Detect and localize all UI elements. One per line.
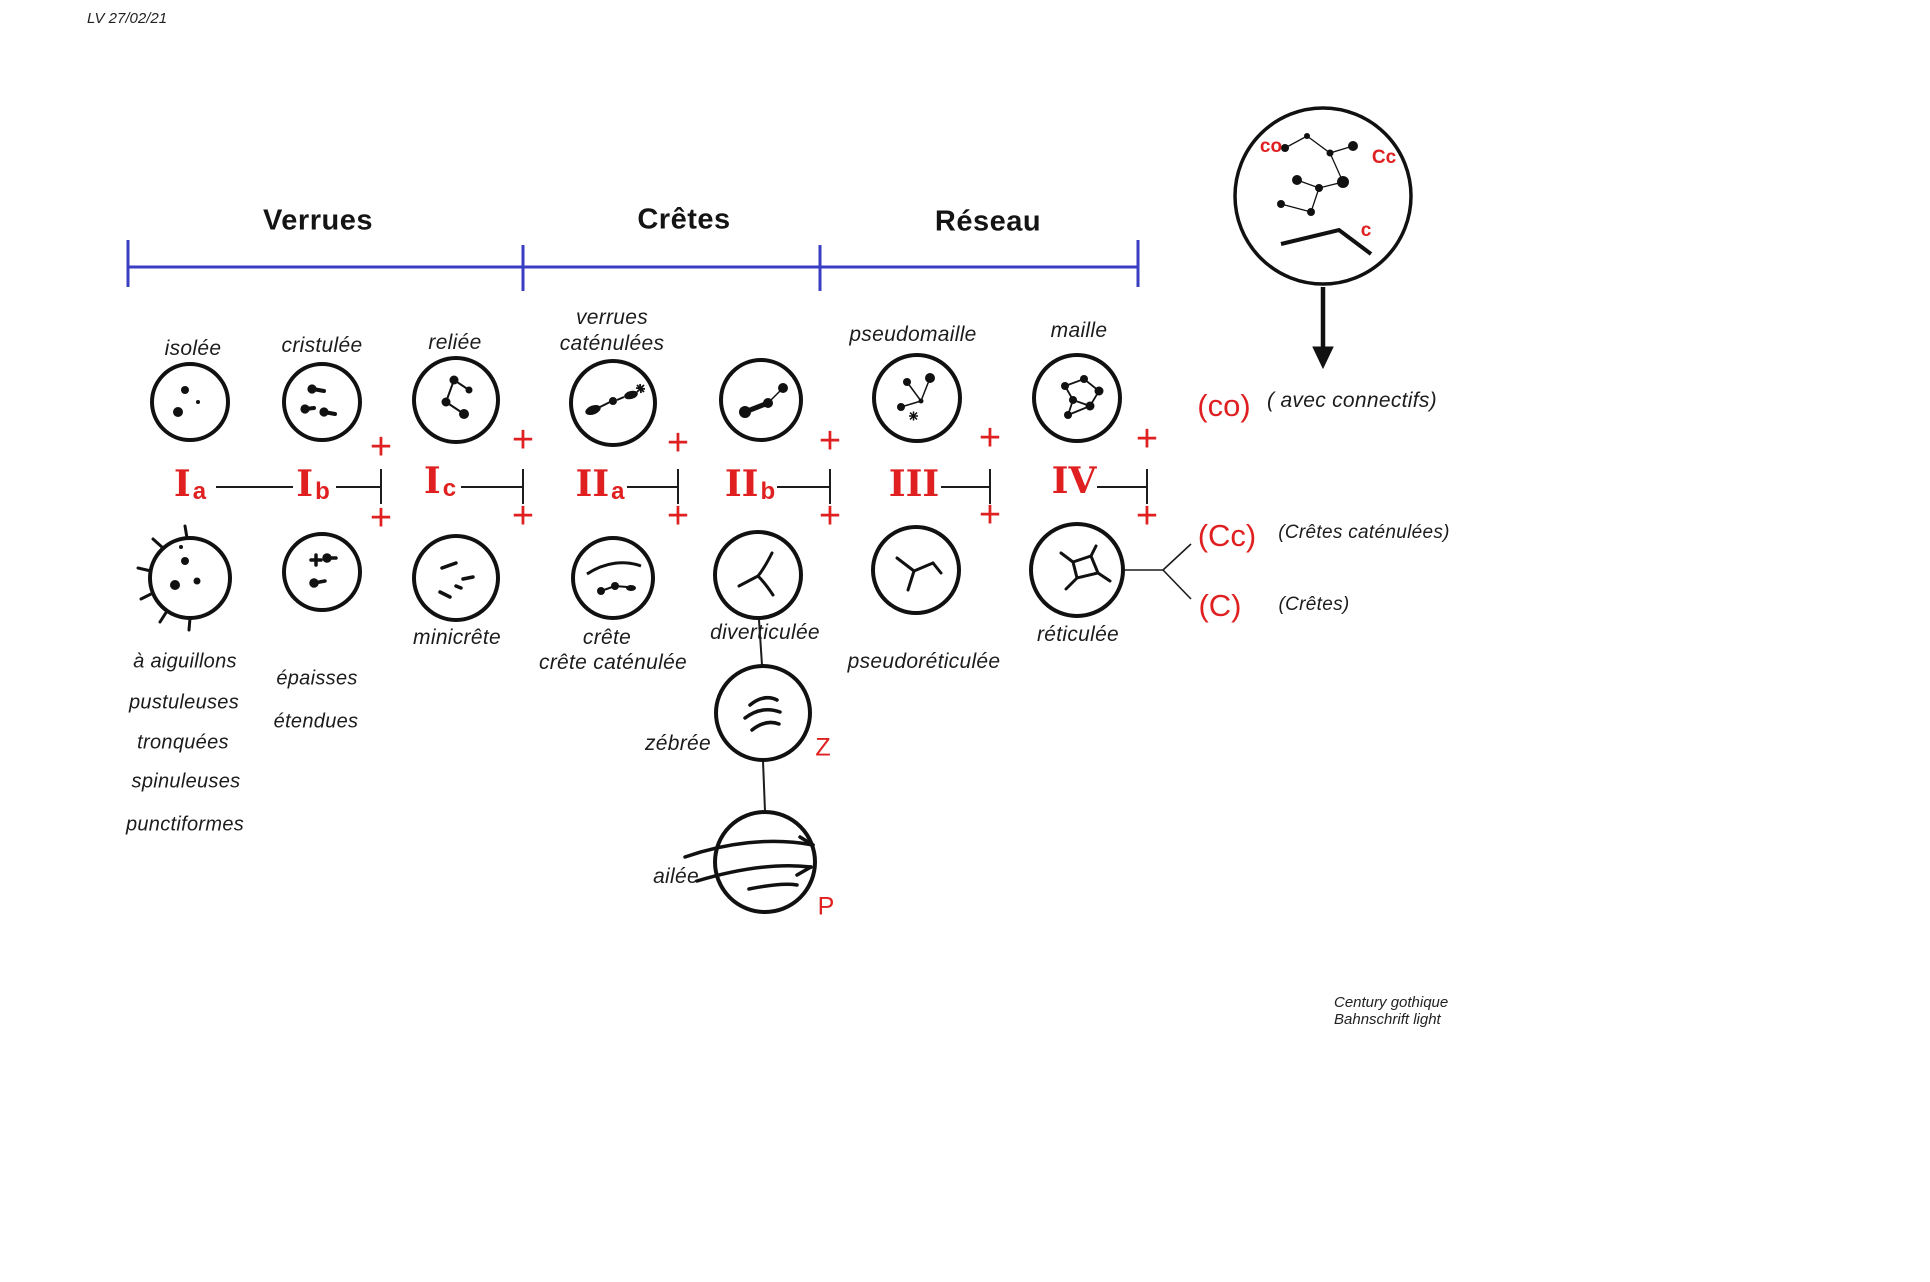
- maille-circle-icon: [1032, 353, 1122, 443]
- legend-branch-lines: [1125, 543, 1192, 600]
- legend-cc-text: (Crêtes caténulées): [1278, 522, 1450, 543]
- pseudomaille-circle-icon: [872, 353, 962, 443]
- font-credit-line2: Bahnschrift light: [1334, 1011, 1441, 1028]
- ailee-label: ailée: [653, 865, 699, 888]
- pseudoreticulee-circle-icon: [871, 525, 961, 615]
- crete-catenulee-label: crête caténulée: [538, 651, 688, 674]
- axis-label-iib: IIb: [724, 463, 776, 505]
- crete-label: crête: [582, 626, 632, 649]
- legend-c-code: (C): [1198, 588, 1242, 623]
- plus-sign: +: [818, 420, 842, 462]
- date-note: LV 27/02/21: [87, 10, 168, 27]
- wing-lines: [683, 835, 815, 891]
- plus-sign: +: [369, 497, 393, 539]
- verrues-variant-label: à aiguillons: [133, 650, 237, 673]
- plus-sign: +: [511, 419, 535, 461]
- verrues-catenulees-circle-icon: [569, 359, 657, 447]
- crete-line: [1280, 227, 1373, 256]
- pseudomaille-label: pseudomaille: [849, 323, 977, 346]
- cristulee-variant-label: épaisses: [276, 667, 358, 690]
- plus-sign: +: [818, 495, 842, 537]
- verrues-variant-label: spinuleuses: [131, 770, 241, 793]
- legend-c-text: (Crêtes): [1278, 594, 1350, 615]
- plus-sign: +: [1135, 495, 1159, 537]
- isolee-circle-icon: [150, 362, 230, 442]
- axis-label-iv: IV: [1051, 460, 1097, 502]
- plus-sign: +: [369, 426, 393, 468]
- legend-co-text: ( avec connectifs): [1267, 389, 1437, 412]
- verrues-variant-label: pustuleuses: [128, 691, 240, 714]
- plus-sign: +: [978, 494, 1002, 536]
- axis-label-iia: IIa: [575, 463, 625, 505]
- legend-cc-code: (Cc): [1197, 518, 1257, 553]
- axis-lines: [216, 469, 1148, 504]
- reliee-circle-icon: [412, 356, 500, 444]
- plus-sign: +: [978, 417, 1002, 459]
- axis-label-ic: Ic: [423, 460, 457, 502]
- pseudoreticulee-label: pseudoréticulée: [847, 650, 1001, 673]
- verrues-variant-label: tronquées: [137, 731, 229, 754]
- cristulee-circle-icon: [282, 362, 362, 442]
- verrues-catenulees-label-line2: caténulées: [559, 332, 665, 355]
- ailee-circle-icon: [683, 810, 817, 914]
- star-mark: [635, 383, 646, 394]
- diverticulee-circle-icon: [713, 530, 803, 620]
- plus-sign: +: [1135, 418, 1159, 460]
- reticulee-circle-icon: [1029, 522, 1125, 618]
- plus-sign: +: [666, 495, 690, 537]
- minicrete-circle-icon: [412, 534, 500, 622]
- plus-sign: +: [666, 422, 690, 464]
- maille-label: maille: [1050, 319, 1108, 342]
- legend-co-code: (co): [1197, 388, 1251, 423]
- zebree-circle-icon: [714, 664, 812, 762]
- legend-inner-co-label: co: [1259, 136, 1283, 157]
- chain-lines: [758, 619, 766, 812]
- legend-connectifs-circle-icon: [1233, 106, 1413, 286]
- header-reseau: Réseau: [934, 205, 1042, 238]
- header-cretes: Crêtes: [637, 203, 731, 236]
- axis-label-iii: III: [888, 463, 940, 505]
- legend-arrow: [1312, 287, 1334, 370]
- reliee-label: reliée: [428, 331, 482, 354]
- connectif-lines: [1280, 135, 1354, 213]
- zebree-code: Z: [815, 733, 831, 762]
- zebree-label: zébrée: [644, 732, 712, 755]
- legend-inner-c-label: c: [1360, 220, 1372, 241]
- blue-bracket: [126, 240, 1140, 291]
- axis-label-ia: Ia: [173, 463, 207, 505]
- iib-top-circle-icon: [719, 358, 803, 442]
- spikes: [136, 524, 192, 632]
- verrues-catenulees-label-line1: verrues: [575, 306, 649, 329]
- header-verrues: Verrues: [263, 204, 373, 237]
- legend-inner-cc-label: Cc: [1371, 147, 1397, 168]
- diverticulee-label: diverticulée: [710, 621, 820, 644]
- isolee-label: isolée: [164, 337, 222, 360]
- reticulee-label: réticulée: [1036, 623, 1120, 646]
- a-aiguillons-circle-icon: [136, 524, 232, 632]
- minicrete-label: minicrête: [413, 626, 501, 649]
- verrues-variant-label: punctiformes: [125, 813, 245, 836]
- plus-sign: +: [511, 495, 535, 537]
- ib-bottom-circle-icon: [282, 532, 362, 612]
- font-credit-line1: Century gothique: [1334, 994, 1449, 1011]
- cristulee-label: cristulée: [281, 334, 363, 357]
- axis-label-ib: Ib: [296, 463, 330, 505]
- ailee-code: P: [817, 892, 835, 921]
- crete-catenulee-circle-icon: [571, 536, 655, 620]
- cristulee-variant-label: étendues: [273, 710, 359, 733]
